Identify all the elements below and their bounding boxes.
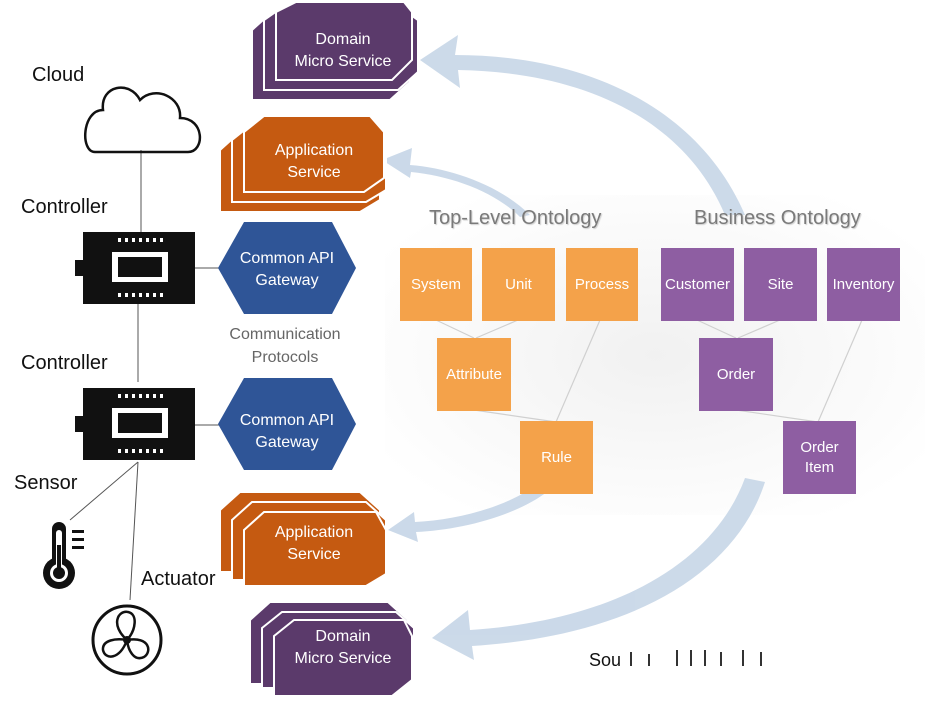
gateway-top-line1: Common API xyxy=(239,250,335,267)
unit-label: Unit xyxy=(505,275,532,293)
protocols-line1: Communication xyxy=(229,326,341,343)
top-level-ontology-title: Top-Level Ontology xyxy=(429,207,602,229)
gateway-bottom-line2: Gateway xyxy=(255,434,319,451)
arrow-to-domain-top xyxy=(420,35,745,215)
chip-icon xyxy=(75,232,195,304)
top-level-connectors xyxy=(435,319,601,423)
attribute-label: Attribute xyxy=(446,365,502,383)
domain-service-top-line1: Domain xyxy=(315,31,371,48)
gateway-bottom-line1: Common API xyxy=(239,412,335,429)
business-connectors xyxy=(696,319,863,423)
site-box xyxy=(744,248,817,321)
customer-box xyxy=(661,248,734,321)
domain-service-bottom-line2: Micro Service xyxy=(294,650,392,667)
order-item-box xyxy=(783,421,856,494)
protocols-line2: Protocols xyxy=(251,349,319,366)
site-label: Site xyxy=(767,275,794,293)
gateway-top-shape xyxy=(218,222,356,314)
system-label: System xyxy=(410,275,461,293)
gateway-bottom: Common API Gateway xyxy=(218,410,356,454)
top-level-boxes xyxy=(400,248,638,494)
application-service-bottom-line2: Service xyxy=(287,546,341,563)
business-ontology-title: Business Ontology xyxy=(694,207,861,229)
rule-box xyxy=(520,421,593,494)
gateway-top: Common API Gateway xyxy=(218,248,356,292)
thermometer-icon xyxy=(43,522,84,589)
order-item-line1: Order xyxy=(800,438,839,456)
actuator-label: Actuator xyxy=(141,568,216,590)
fan-icon xyxy=(91,604,163,676)
domain-service-top: Domain Micro Service xyxy=(276,29,410,73)
customer-label: Customer xyxy=(664,275,731,293)
inventory-box xyxy=(827,248,900,321)
cloud-icon xyxy=(84,86,202,154)
communication-protocols: Communication Protocols xyxy=(212,323,358,369)
process-box xyxy=(566,248,638,321)
controller-bottom-label: Controller xyxy=(21,352,108,374)
sensor-label: Sensor xyxy=(14,472,78,494)
system-box xyxy=(400,248,472,321)
application-service-top-line1: Application xyxy=(274,142,354,159)
arrow-to-application-bottom xyxy=(388,478,552,542)
application-service-top-shape xyxy=(219,115,387,213)
application-service-bottom-shape xyxy=(219,491,387,587)
order-item-label: Order Item xyxy=(783,421,856,494)
footer-marks xyxy=(630,650,762,666)
domain-service-top-shape xyxy=(251,1,419,101)
arrow-to-domain-bottom xyxy=(432,478,765,660)
domain-service-bottom: Domain Micro Service xyxy=(274,626,412,670)
controller-top-label: Controller xyxy=(21,196,108,218)
order-box xyxy=(699,338,773,411)
chip-icon xyxy=(75,388,195,460)
application-service-top-line2: Service xyxy=(287,164,341,181)
application-service-bottom-line1: Application xyxy=(274,524,354,541)
arrow-to-application-top xyxy=(382,148,530,217)
order-item-line2: Item xyxy=(804,458,835,476)
unit-box xyxy=(482,248,555,321)
process-label: Process xyxy=(574,275,630,293)
footer-source-text: Sou xyxy=(589,650,622,670)
cloud-label: Cloud xyxy=(32,64,85,86)
rule-label: Rule xyxy=(541,448,572,466)
order-label: Order xyxy=(716,365,756,383)
flow-arrows xyxy=(382,35,765,660)
domain-service-bottom-line1: Domain xyxy=(315,628,371,645)
inventory-label: Inventory xyxy=(832,275,895,293)
domain-service-bottom-shape xyxy=(249,601,415,697)
gateway-bottom-shape xyxy=(218,378,356,470)
domain-service-top-line2: Micro Service xyxy=(294,53,392,70)
business-boxes xyxy=(661,248,900,494)
application-service-bottom: Application Service xyxy=(244,522,384,566)
attribute-box xyxy=(437,338,511,411)
gateway-top-line2: Gateway xyxy=(255,272,319,289)
application-service-top: Application Service xyxy=(244,140,384,184)
